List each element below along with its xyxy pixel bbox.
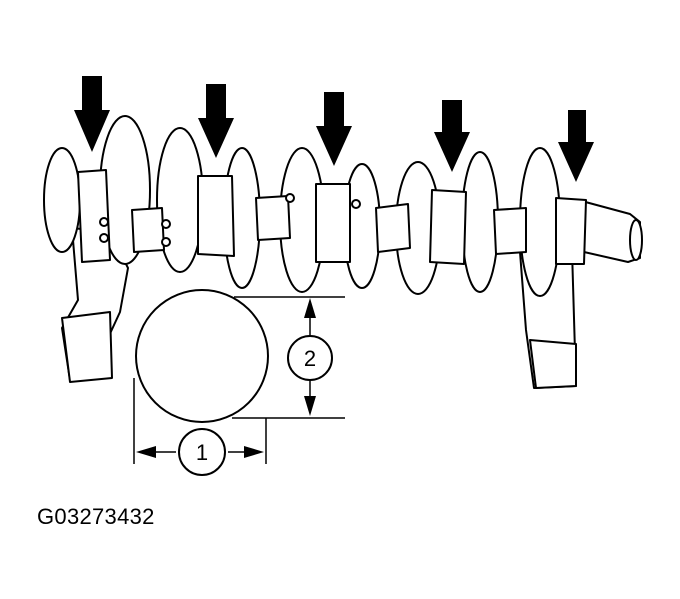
callout-circle (287, 335, 333, 381)
dimension-2: 2 (287, 298, 333, 416)
left-rod-assembly (61, 227, 129, 383)
journal-arrows (74, 76, 594, 182)
callout-2-label: 2 (304, 346, 316, 371)
arrow-down-icon (316, 92, 352, 166)
arrow-down-icon (74, 76, 110, 152)
arrow-down-icon (558, 110, 594, 182)
dimension-1: 1 (136, 428, 264, 476)
arrow-down-icon (198, 84, 234, 158)
crank-snout (577, 199, 643, 263)
arrow-down-icon (434, 100, 470, 172)
figure-code: G03273432 (37, 504, 155, 529)
rod-journals (131, 195, 527, 255)
callout-circle (178, 428, 226, 476)
journal-diameter-detail (133, 289, 345, 464)
oil-holes (99, 193, 361, 247)
callout-1-label: 1 (196, 440, 208, 465)
